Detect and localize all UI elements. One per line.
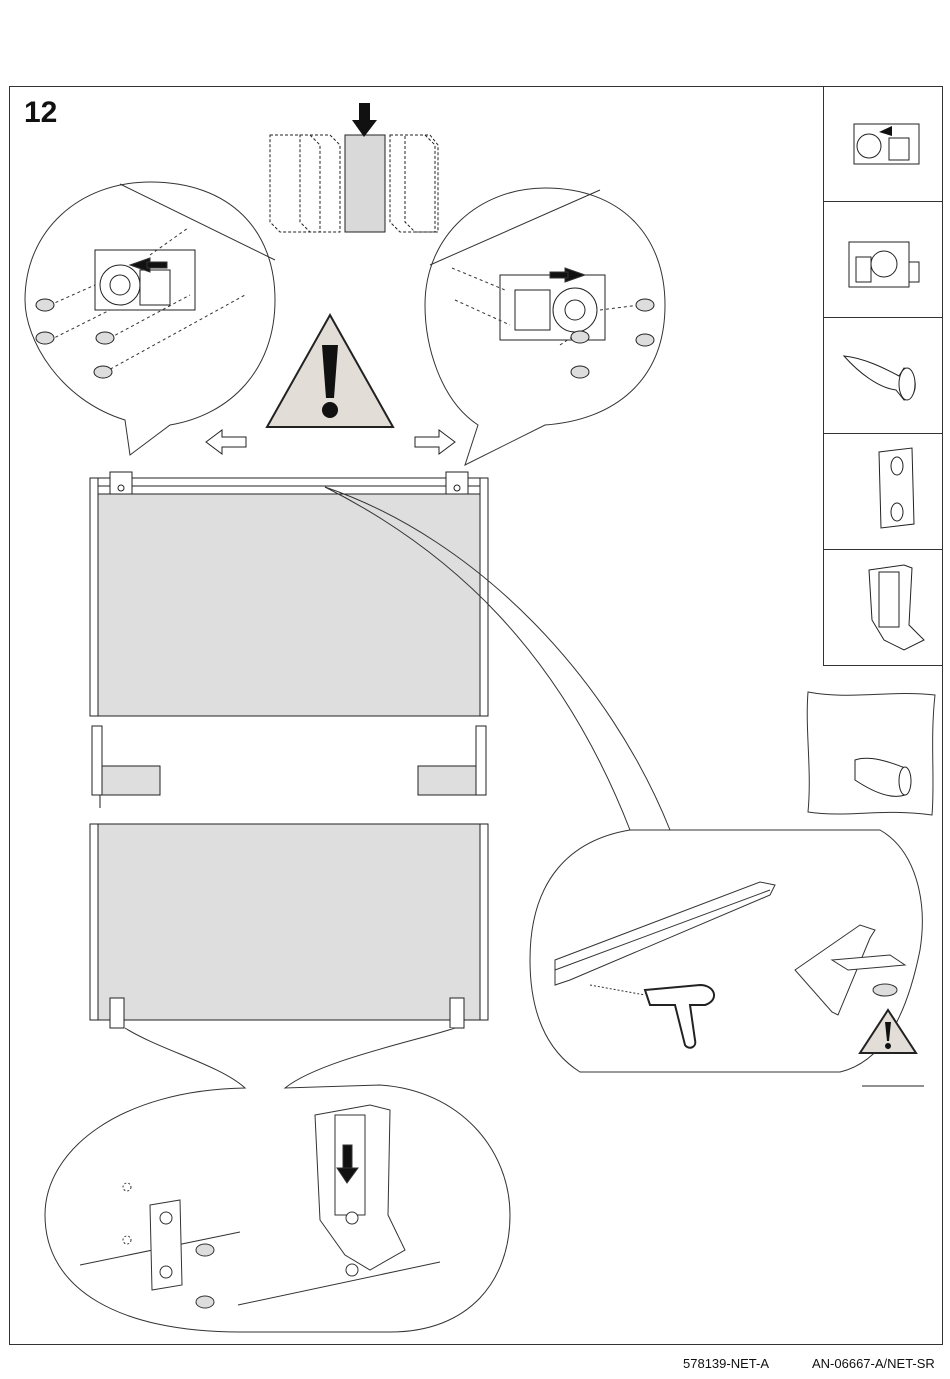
warning-icon <box>267 315 393 427</box>
track-drilling-detail <box>530 830 922 1072</box>
left-roller-detail <box>25 182 275 455</box>
part-roller-fitting-right <box>823 202 943 318</box>
bottom-guide-plate-icon <box>824 434 944 550</box>
roller-fitting-right-icon <box>500 268 605 340</box>
bottom-guide-plate-icon <box>150 1200 182 1290</box>
roller-fitting-left-icon <box>824 86 944 202</box>
bottom-guide-icon <box>824 550 944 666</box>
arrow-down-icon <box>352 103 377 137</box>
door-position-indicator <box>270 135 438 232</box>
roller-fitting-right-icon <box>824 202 944 318</box>
footer-right-code: AN-06667-A/NET-SR <box>812 1356 935 1371</box>
part-screw <box>823 318 943 434</box>
screw-icon <box>824 318 944 434</box>
parts-sidebar <box>823 86 943 666</box>
screw-bag-icon <box>807 692 935 815</box>
footer-left-code: 578139-NET-A <box>683 1356 769 1371</box>
arrow-right-icon <box>415 430 455 454</box>
arrow-left-icon <box>206 430 246 454</box>
bottom-guide-detail <box>45 1028 510 1332</box>
right-roller-detail <box>425 188 665 465</box>
part-roller-fitting-left <box>823 86 943 202</box>
part-bottom-guide-plate <box>823 434 943 550</box>
part-bottom-guide <box>823 550 943 666</box>
roller-fitting-left-icon <box>95 250 195 310</box>
door-break-detail <box>92 726 486 808</box>
door-panel <box>90 472 488 1028</box>
